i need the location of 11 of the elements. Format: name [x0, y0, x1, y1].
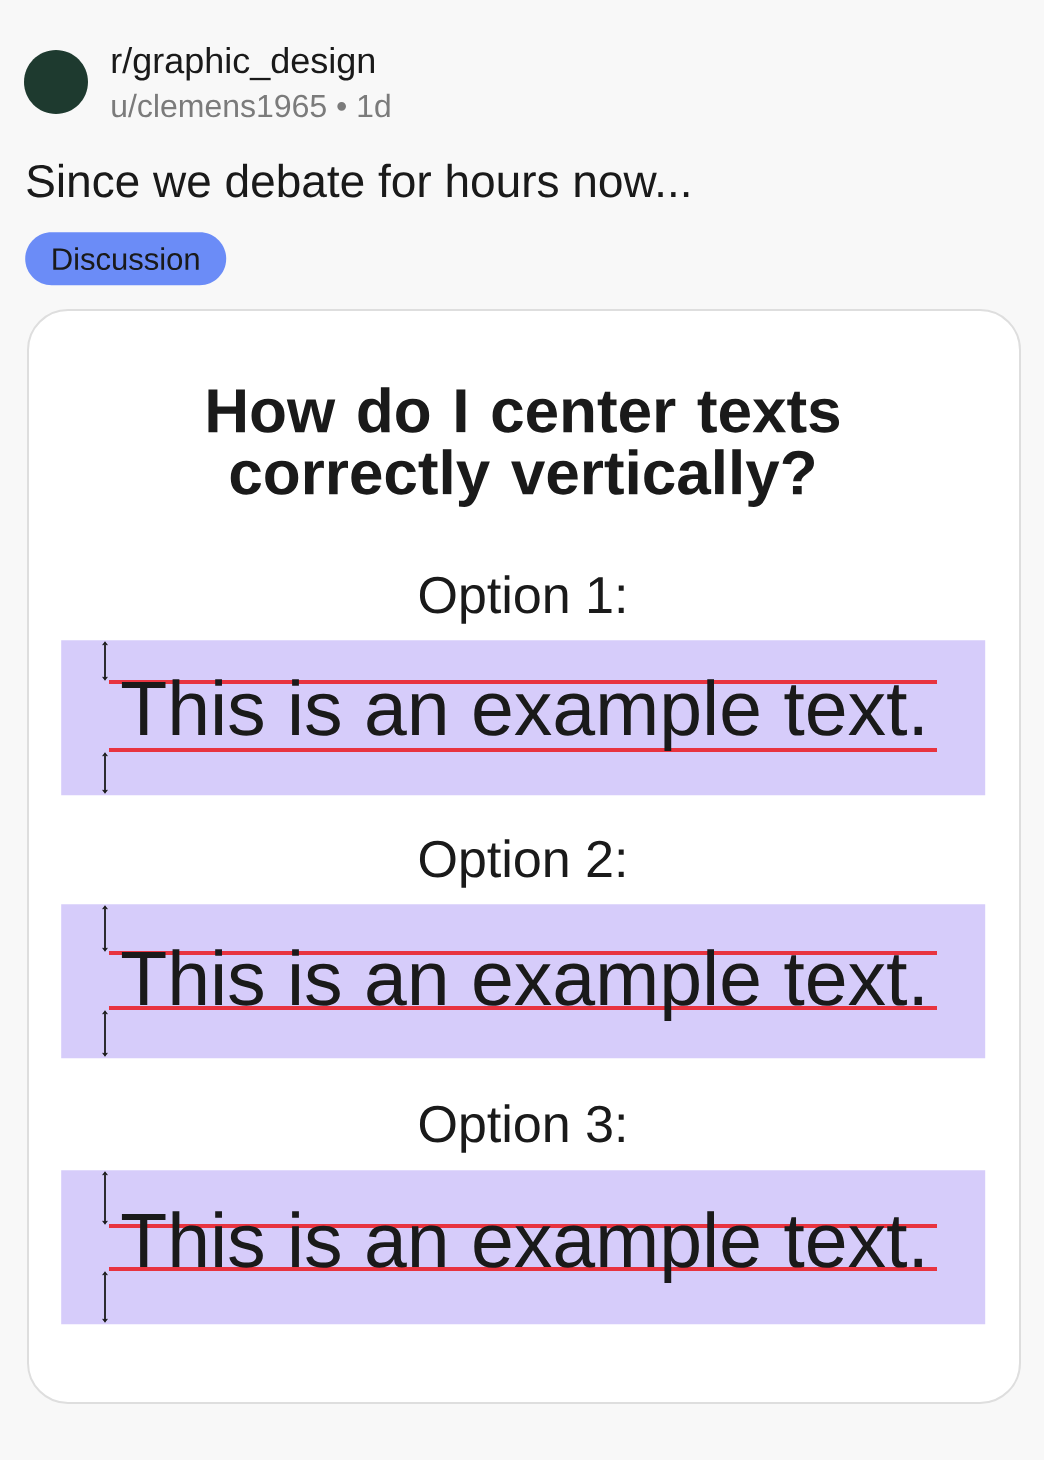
flair-tag: Discussion [25, 232, 227, 286]
highlight-band: This is an example text. [61, 640, 986, 796]
option-heading: Option 3: [419, 1104, 624, 1153]
community-name: r/graphic_design [112, 46, 374, 81]
option-heading: Option 1: [419, 575, 624, 624]
post-title: Since we debate for hours now... [27, 163, 689, 198]
highlight-band: This is an example text. [61, 1170, 986, 1325]
card-heading: How do I center texts correctly vertically? [208, 387, 840, 507]
option-heading: Option 2: [419, 839, 624, 888]
highlight-band: This is an example text. [61, 904, 986, 1059]
post-meta: u/clemens1965 • 1d [112, 93, 390, 118]
